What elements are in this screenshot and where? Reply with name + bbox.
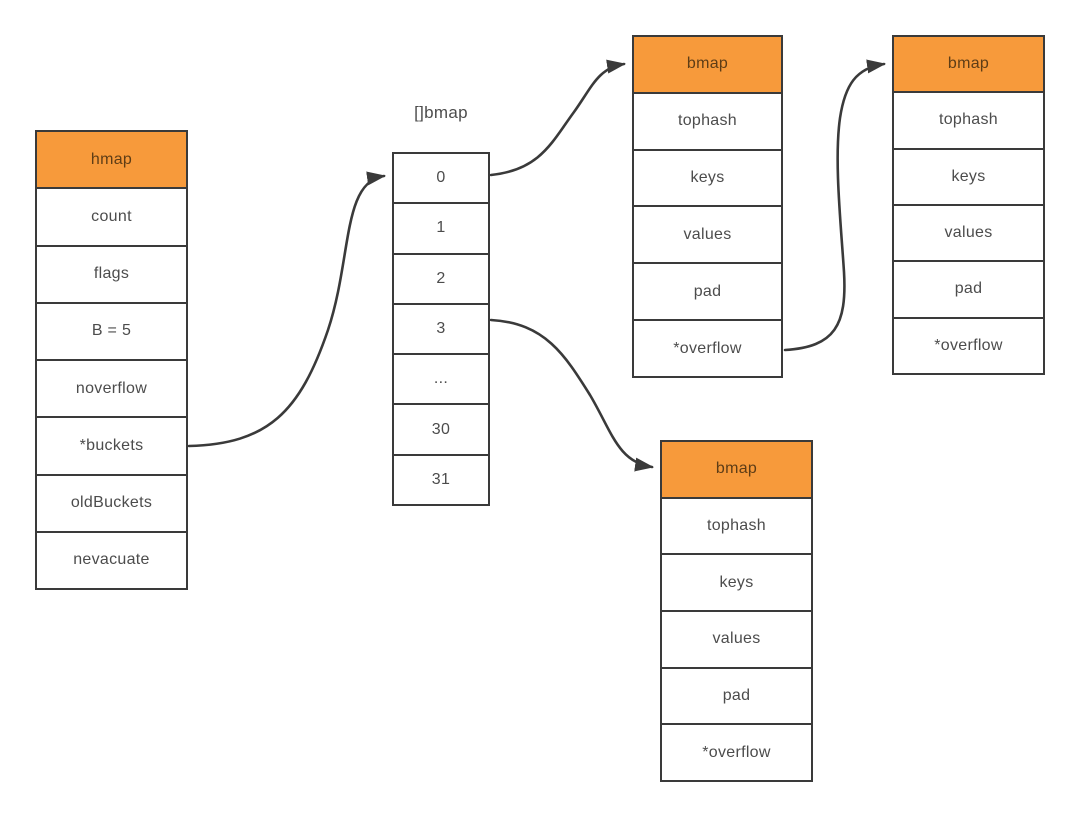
bmap-right-row-values: values — [894, 206, 1043, 263]
arrow-bucket3-to-bmap-bottom — [489, 318, 654, 472]
bucket-cell-1: 1 — [394, 204, 488, 255]
bucket-cell-30: 30 — [394, 405, 488, 456]
bmap-bottom-header: bmap — [662, 442, 811, 499]
bmap-right-row-keys: keys — [894, 150, 1043, 206]
arrow-bucket0-to-bmap-top — [489, 59, 626, 177]
bmap-bottom-table: bmap tophash keys values pad *overflow — [660, 440, 813, 782]
bmap-top-header: bmap — [634, 37, 781, 94]
hmap-row-nevacuate: nevacuate — [73, 551, 150, 569]
bucket-array-title: []bmap — [414, 103, 468, 122]
bmap-bottom-row-pad: pad — [662, 669, 811, 726]
bmap-bottom-row-keys: keys — [662, 555, 811, 613]
bucket-cell-0: 0 — [394, 154, 488, 205]
hmap-row-buckets-ptr: *buckets — [37, 418, 186, 476]
bucket-cell-31: 31 — [431, 470, 451, 488]
hmap-row-oldbuckets: oldBuckets — [37, 476, 186, 533]
bmap-top-row-overflow-ptr: *overflow — [673, 339, 742, 357]
bmap-bottom-row-overflow-ptr: *overflow — [702, 743, 771, 761]
bmap-right-row-tophash: tophash — [894, 93, 1043, 150]
bucket-cell-3: 3 — [394, 305, 488, 356]
arrow-buckets-to-array — [187, 171, 386, 448]
bmap-top-table: bmap tophash keys values pad *overflow — [632, 35, 783, 378]
bmap-right-row-overflow-ptr: *overflow — [934, 336, 1003, 354]
bucket-array-table: 0 1 2 3 ... 30 31 — [392, 152, 490, 506]
arrow-overflow-to-bmap-right — [783, 59, 886, 352]
bmap-bottom-row-values: values — [662, 612, 811, 669]
bmap-right-table: bmap tophash keys values pad *overflow — [892, 35, 1045, 375]
bmap-top-row-pad: pad — [634, 264, 781, 322]
bmap-right-row-pad: pad — [894, 262, 1043, 319]
bmap-top-row-values: values — [634, 207, 781, 265]
bmap-top-row-tophash: tophash — [634, 94, 781, 151]
bmap-right-header: bmap — [894, 37, 1043, 94]
bmap-top-row-keys: keys — [634, 151, 781, 208]
bucket-cell-2: 2 — [394, 255, 488, 305]
hmap-row-flags: flags — [37, 247, 186, 304]
hmap-header: hmap — [37, 132, 186, 190]
bucket-cell-ellipsis: ... — [394, 355, 488, 406]
hmap-table: hmap count flags B = 5 noverflow *bucket… — [35, 130, 188, 590]
hmap-row-b: B = 5 — [37, 304, 186, 361]
hmap-row-count: count — [37, 189, 186, 247]
hmap-row-noverflow: noverflow — [37, 361, 186, 419]
bmap-bottom-row-tophash: tophash — [662, 499, 811, 556]
